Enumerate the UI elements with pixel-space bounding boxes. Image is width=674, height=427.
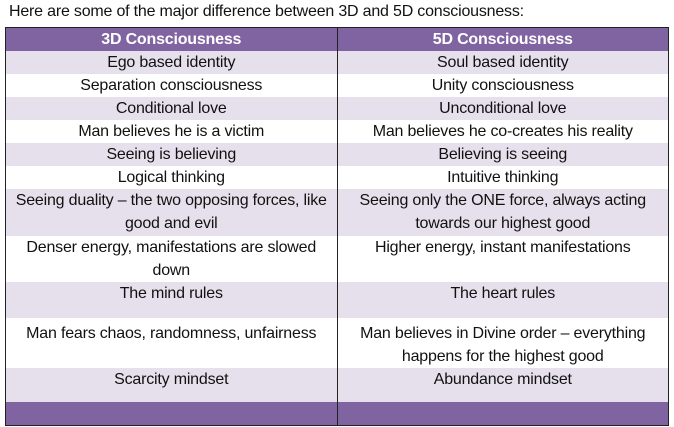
cell-5d: Man believes he co-creates his reality — [336, 120, 669, 143]
consciousness-comparison-table: 3D Consciousness 5D Consciousness Ego ba… — [5, 27, 669, 426]
cell-5d: Soul based identity — [336, 51, 669, 74]
cell-3d: The mind rules — [5, 282, 338, 318]
cell-3d: Seeing is believing — [5, 143, 338, 166]
cell-3d: Denser energy, manifestations are slowed… — [5, 236, 338, 282]
cell-3d: Man fears chaos, randomness, unfairness — [5, 318, 338, 368]
table-row: Seeing duality – the two opposing forces… — [5, 189, 669, 236]
header-3d: 3D Consciousness — [5, 27, 338, 51]
cell-5d: Man believes in Divine order – everythin… — [336, 318, 669, 368]
table-header-row: 3D Consciousness 5D Consciousness — [5, 27, 669, 51]
footer-cell — [5, 402, 338, 426]
cell-5d: Unconditional love — [336, 97, 669, 120]
cell-5d: Unity consciousness — [336, 74, 669, 97]
table-footer-row — [5, 402, 669, 426]
cell-5d: Seeing only the ONE force, always acting… — [336, 189, 669, 236]
footer-cell — [336, 402, 669, 426]
cell-3d: Seeing duality – the two opposing forces… — [5, 189, 338, 236]
cell-5d: Abundance mindset — [336, 368, 669, 402]
header-5d: 5D Consciousness — [336, 27, 669, 51]
cell-5d: The heart rules — [336, 282, 669, 318]
table-row: Denser energy, manifestations are slowed… — [5, 236, 669, 282]
cell-3d: Scarcity mindset — [5, 368, 338, 402]
intro-text: Here are some of the major difference be… — [9, 3, 524, 20]
cell-3d: Logical thinking — [5, 166, 338, 189]
cell-3d: Conditional love — [5, 97, 338, 120]
cell-5d: Believing is seeing — [336, 143, 669, 166]
cell-5d: Intuitive thinking — [336, 166, 669, 189]
cell-3d: Man believes he is a victim — [5, 120, 338, 143]
cell-3d: Separation consciousness — [5, 74, 338, 97]
cell-3d: Ego based identity — [5, 51, 338, 74]
cell-5d: Higher energy, instant manifestations — [336, 236, 669, 282]
